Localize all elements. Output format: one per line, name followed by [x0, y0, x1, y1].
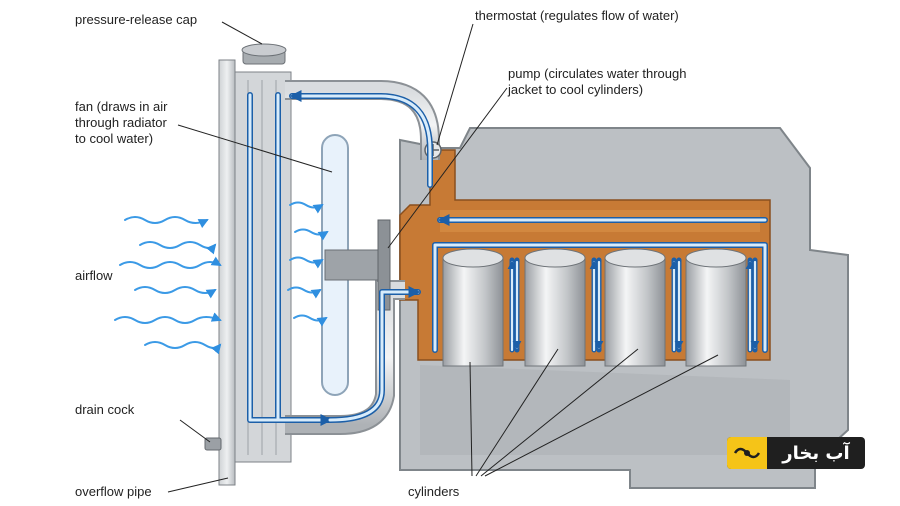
airflow-label: airflow: [75, 268, 113, 283]
watermark-badge: آب بخار: [727, 437, 865, 469]
thermostat-label: thermostat (regulates flow of water): [475, 8, 679, 23]
cylinders-label: cylinders: [408, 484, 460, 499]
coolant-flow: [247, 90, 768, 426]
fan-label: fan (draws in air through radiator to co…: [75, 99, 168, 146]
steam-logo-icon: [727, 437, 767, 469]
pressure-release-cap: [241, 43, 287, 65]
cylinder-4: [685, 248, 747, 367]
radiator: [218, 59, 292, 486]
lower-hose: [285, 280, 405, 435]
pump-label: pump (circulates water through jacket to…: [508, 66, 687, 97]
cylinder-1: [442, 248, 504, 367]
leader-lines: [167, 21, 719, 493]
cylinder-2: [524, 248, 586, 367]
pressure-release-cap-label: pressure-release cap: [75, 12, 198, 27]
cylinder-3: [604, 248, 666, 367]
drain-cock-label: drain cock: [75, 402, 135, 417]
cylinders-group: [442, 248, 747, 367]
watermark-text: آب بخار: [782, 442, 850, 464]
airflow-arrows: [114, 201, 329, 355]
overflow-pipe-label: overflow pipe: [75, 484, 152, 499]
